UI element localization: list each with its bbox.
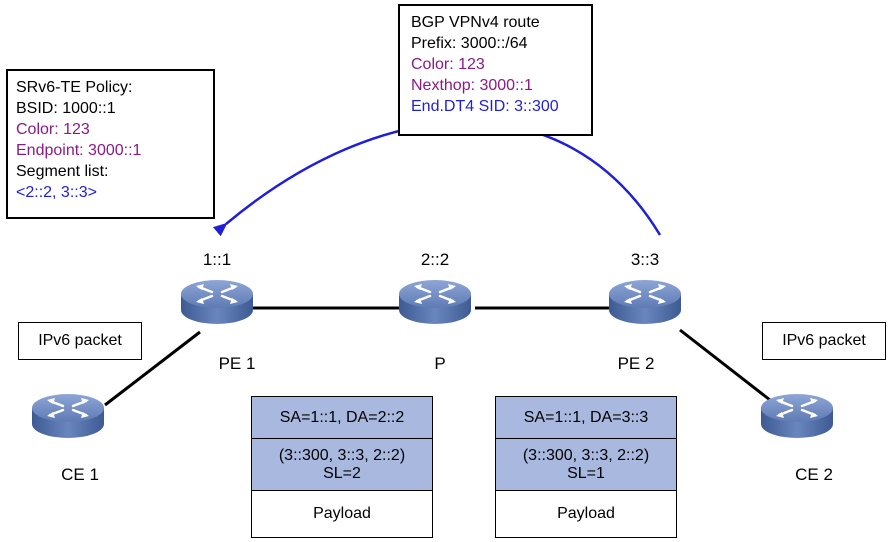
route-line: Color: 123 xyxy=(411,56,485,73)
srh-segments-text: (3::300, 3::3, 2::2) xyxy=(278,446,406,464)
link-pe2-ce2 xyxy=(679,328,771,402)
segments-left-text: SL=1 xyxy=(567,464,605,482)
p-name: P xyxy=(434,354,446,373)
ipv6-packet-label-right: IPv6 packet xyxy=(762,322,886,360)
payload-text: Payload xyxy=(313,505,371,522)
policy-line: BSID: 1000::1 xyxy=(16,100,116,117)
route-line: End.DT4 SID: 3::300 xyxy=(411,98,559,115)
policy-line: Color: 123 xyxy=(16,121,90,138)
route-line: BGP VPNv4 route xyxy=(411,14,540,31)
ipv6-packet-label-left: IPv6 packet xyxy=(18,322,142,360)
router-p-icon xyxy=(397,278,473,326)
sa-da-text: SA=1::1, DA=2::2 xyxy=(279,408,405,426)
pe1-name: PE 1 xyxy=(218,354,256,373)
router-ce1-icon xyxy=(30,392,106,440)
pe1-address: 1::1 xyxy=(202,250,232,269)
pe2-address: 3::3 xyxy=(630,250,660,269)
route-line: Nexthop: 3000::1 xyxy=(411,77,533,94)
pe2-name: PE 2 xyxy=(617,354,655,373)
router-pe2-icon xyxy=(607,278,683,326)
sa-da-text: SA=1::1, DA=3::3 xyxy=(523,408,649,426)
router-pe1-icon xyxy=(179,278,255,326)
policy-line: Endpoint: 3000::1 xyxy=(16,142,142,159)
srh-row: (3::300, 3::3, 2::2)SL=1 xyxy=(496,439,676,491)
policy-line: Segment list: xyxy=(16,163,109,180)
link-ce1-pe1 xyxy=(104,330,201,407)
router-ce2-icon xyxy=(759,392,835,440)
srh-segments-text: (3::300, 3::3, 2::2) xyxy=(522,446,650,464)
segments-left-text: SL=2 xyxy=(323,464,361,482)
route-line: Prefix: 3000::/64 xyxy=(411,35,528,52)
p-address: 2::2 xyxy=(420,250,450,269)
ce2-name: CE 2 xyxy=(795,465,833,484)
sa-da-row: SA=1::1, DA=3::3 xyxy=(496,397,676,439)
sa-da-row: SA=1::1, DA=2::2 xyxy=(252,397,432,439)
policy-line: <2::2, 3::3> xyxy=(16,184,97,201)
policy-line: SRv6-TE Policy: xyxy=(16,79,133,96)
payload-text: Payload xyxy=(557,505,615,522)
srh-row: (3::300, 3::3, 2::2)SL=2 xyxy=(252,439,432,491)
packet-header-stack-1: SA=1::1, DA=2::2 (3::300, 3::3, 2::2)SL=… xyxy=(251,396,433,538)
payload-row: Payload xyxy=(252,491,432,537)
route-advertisement-arrow xyxy=(212,121,662,237)
payload-row: Payload xyxy=(496,491,676,537)
ce1-name: CE 1 xyxy=(61,465,99,484)
packet-header-stack-2: SA=1::1, DA=3::3 (3::300, 3::3, 2::2)SL=… xyxy=(495,396,677,538)
